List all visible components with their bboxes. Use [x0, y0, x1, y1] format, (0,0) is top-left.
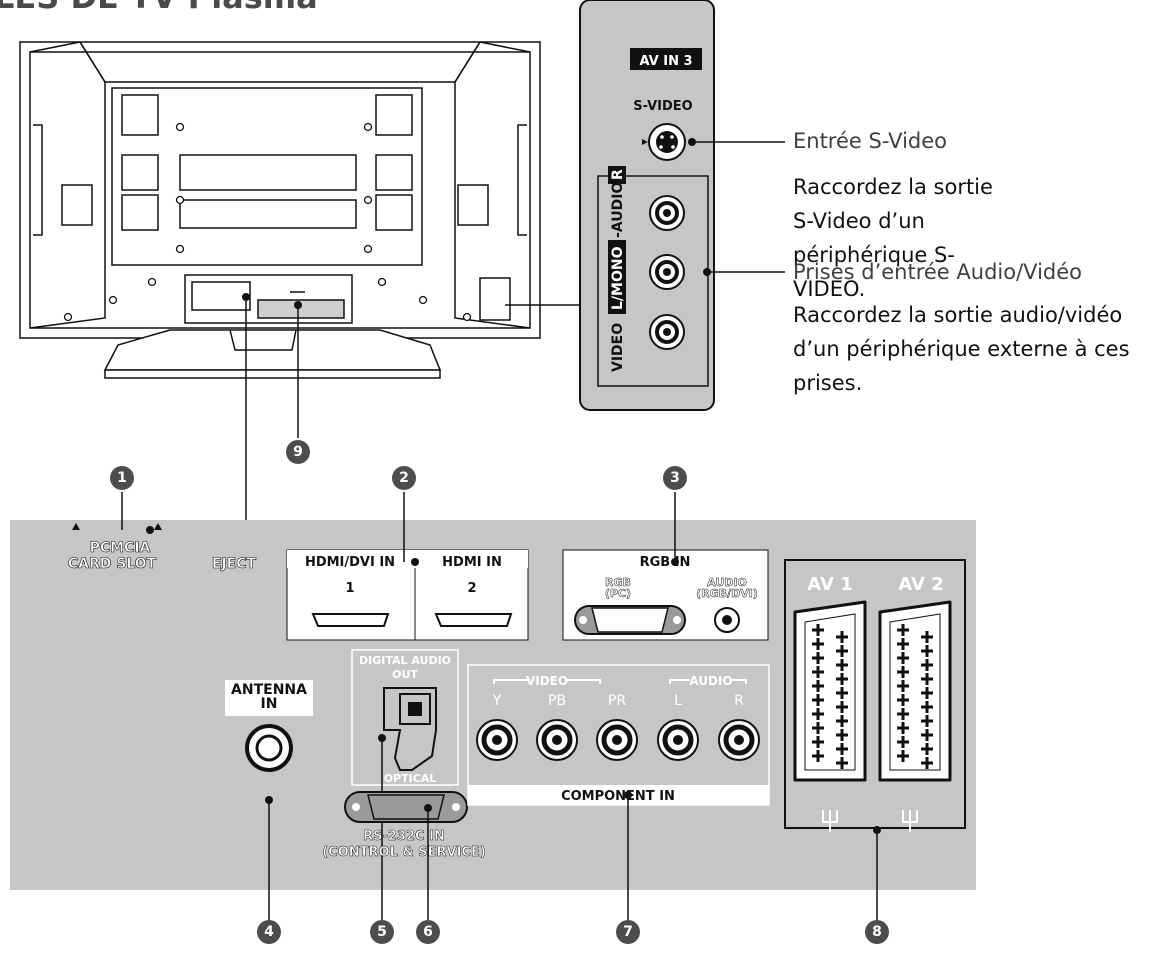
- av1-label: AV 1: [807, 574, 852, 595]
- hdmi-port-1-icon: [311, 613, 390, 627]
- eject-label: EJECT: [212, 556, 257, 572]
- optical-port-icon: [383, 687, 437, 771]
- scart-av1-icon: [793, 600, 867, 782]
- audio-rgbdvi-label-1: AUDIO: [707, 576, 747, 589]
- antenna-label-1: ANTENNA: [231, 682, 307, 698]
- hdmi-num-1: 1: [345, 581, 354, 596]
- badge-9: 9: [286, 440, 310, 464]
- rgb-in-label: RGB IN: [640, 555, 691, 570]
- digital-audio-label-1: DIGITAL AUDIO: [359, 654, 451, 667]
- comp-label-pr: PR: [608, 693, 626, 709]
- optical-label: OPTICAL: [384, 772, 437, 785]
- video-vertical-label: VIDEO: [610, 323, 626, 372]
- antenna-label-2: IN: [261, 696, 278, 712]
- badge-7: 7: [616, 920, 640, 944]
- av-in-3-tag: AV IN 3: [639, 54, 692, 69]
- scart-symbol-icons: [822, 810, 918, 832]
- rs232-port-icon: [344, 791, 468, 823]
- badge-2: 2: [392, 466, 416, 490]
- badge-3: 3: [663, 466, 687, 490]
- rca-jacks: [649, 195, 685, 350]
- callout-av-desc: Raccordez la sortie audio/vidéo d’un pér…: [793, 303, 1130, 395]
- audio-group-label: AUDIO: [689, 674, 732, 688]
- comp-label-y: Y: [492, 693, 502, 709]
- badge-4: 4: [257, 920, 281, 944]
- hdmi-num-2: 2: [467, 581, 476, 596]
- audio-vertical-label: -AUDIO-: [610, 175, 626, 238]
- comp-label-pb: PB: [548, 693, 566, 709]
- hdmi-port-2-icon: [434, 613, 513, 627]
- component-in-label: COMPONENT IN: [561, 789, 675, 804]
- callout-svideo-desc: Raccordez la sortie S-Video d’un périphé…: [793, 175, 993, 301]
- badge-8: 8: [865, 920, 889, 944]
- video-group-label: VIDEO: [526, 674, 568, 688]
- antenna-port-icon: [245, 724, 293, 772]
- vga-port-icon: [574, 605, 686, 635]
- comp-label-l: L: [674, 693, 682, 709]
- hdmi-label: HDMI IN: [442, 555, 502, 570]
- pcmcia-label-2: CARD SLOT: [68, 556, 157, 572]
- pcmcia-label-1: PCMCIA: [90, 540, 151, 556]
- lmono-vertical-label: L/MONO: [610, 246, 626, 310]
- rgb-pc-label-1: RGB: [605, 576, 631, 589]
- r-vertical-label: R: [610, 169, 626, 180]
- rs232-label-1: RS-232C IN: [363, 829, 445, 844]
- scart-av2-icon: [878, 600, 952, 782]
- digital-audio-label-2: OUT: [392, 668, 418, 681]
- component-jacks: [476, 719, 760, 761]
- hdmi-dvi-label: HDMI/DVI IN: [305, 555, 395, 570]
- callout-av-title: Prises d’entrée Audio/Vidéo: [793, 260, 1082, 284]
- rgb-pc-label-2: (PC): [605, 587, 631, 600]
- badge-1: 1: [110, 466, 134, 490]
- callout-svideo-title: Entrée S-Video: [793, 129, 948, 153]
- rear-connector-panel: PCMCIA CARD SLOT EJECT HDMI/DVI IN HDMI …: [10, 492, 976, 940]
- badge-6: 6: [416, 920, 440, 944]
- av2-label: AV 2: [898, 574, 943, 595]
- rs232-label-2: (CONTROL & SERVICE): [322, 845, 486, 860]
- badge-5: 5: [370, 920, 394, 944]
- page-title: LES DE TV Plasma: [0, 0, 318, 16]
- audio-rgbdvi-label-2: (RGB/DVI): [696, 587, 758, 600]
- tv-back-illustration: [19, 41, 541, 379]
- side-input-panel: AV IN 3 S-VIDEO VIDEO L/MONO -AUDIO- R: [579, 0, 715, 411]
- svideo-label: S-VIDEO: [633, 99, 692, 114]
- comp-label-r: R: [734, 693, 744, 709]
